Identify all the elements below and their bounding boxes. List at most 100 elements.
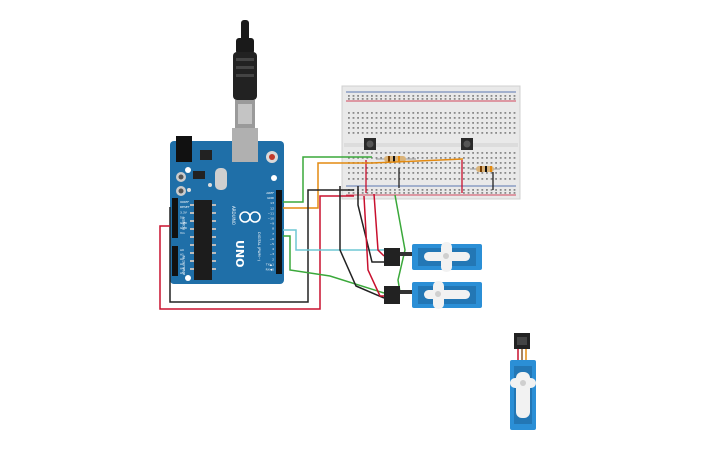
servo-motor-2[interactable] xyxy=(384,281,482,309)
digital-pin-label: TX▲1 xyxy=(265,262,274,266)
breadboard-hole xyxy=(361,117,364,119)
breadboard-hole xyxy=(495,172,497,174)
power-pin-label: GND xyxy=(180,221,188,225)
breadboard-holes xyxy=(348,95,516,194)
breadboard-hole xyxy=(513,192,516,194)
breadboard-hole xyxy=(430,117,433,119)
breadboard-hole xyxy=(361,178,364,180)
breadboard-hole xyxy=(440,167,442,169)
breadboard-hole xyxy=(444,192,447,194)
breadboard-hole xyxy=(444,162,447,164)
breadboard-hole xyxy=(444,172,447,174)
digital-pin-label: ~3 xyxy=(270,252,275,256)
breadboard-hole xyxy=(407,152,410,154)
breadboard-hole xyxy=(375,192,378,194)
breadboard-hole xyxy=(398,117,401,119)
wires[interactable] xyxy=(159,156,464,310)
breadboard-hole xyxy=(352,132,355,134)
breadboard-hole xyxy=(458,112,461,114)
breadboard-hole xyxy=(463,172,465,174)
breadboard-hole xyxy=(453,117,456,119)
breadboard-hole xyxy=(380,192,382,194)
resistor-1[interactable] xyxy=(376,156,416,162)
breadboard-hole xyxy=(476,112,479,114)
breadboard-hole xyxy=(361,167,364,169)
breadboard-hole xyxy=(444,117,447,119)
breadboard-hole xyxy=(375,122,378,124)
breadboard-hole xyxy=(412,167,415,169)
breadboard-hole xyxy=(366,157,369,159)
breadboard-hole xyxy=(476,127,479,129)
breadboard-hole xyxy=(499,157,502,159)
breadboard-hole xyxy=(481,112,484,114)
breadboard-hole xyxy=(472,152,474,154)
breadboard-hole xyxy=(430,152,433,154)
digital-header xyxy=(276,190,282,274)
breadboard-hole xyxy=(486,162,488,164)
breadboard-hole xyxy=(407,167,410,169)
pushbutton-icon[interactable] xyxy=(364,138,376,150)
breadboard-hole xyxy=(453,122,456,124)
breadboard-hole xyxy=(384,178,387,180)
breadboard-hole xyxy=(394,117,396,119)
resistor-2[interactable] xyxy=(470,166,500,172)
breadboard-hole xyxy=(389,117,392,119)
breadboard-hole xyxy=(357,178,359,180)
breadboard-hole xyxy=(453,152,456,154)
breadboard-hole xyxy=(495,95,497,97)
breadboard-hole xyxy=(495,162,497,164)
wire-black-servo1 xyxy=(357,186,384,263)
breadboard-hole xyxy=(357,127,359,129)
breadboard-hole xyxy=(444,98,447,100)
breadboard-hole xyxy=(398,167,401,169)
pushbutton-icon[interactable] xyxy=(461,138,473,150)
breadboard-hole xyxy=(472,167,474,169)
breadboard-hole xyxy=(458,167,461,169)
breadboard-hole xyxy=(412,172,415,174)
breadboard-hole xyxy=(449,132,451,134)
breadboard-hole xyxy=(421,192,424,194)
breadboard-hole xyxy=(426,162,428,164)
breadboard-hole xyxy=(509,98,511,100)
breadboard-hole xyxy=(467,167,470,169)
breadboard-hole xyxy=(389,95,392,97)
breadboard-hole xyxy=(449,192,451,194)
breadboard-hole xyxy=(490,132,493,134)
breadboard-hole xyxy=(513,167,516,169)
breadboard-hole xyxy=(467,112,470,114)
breadboard-hole xyxy=(352,95,355,97)
breadboard-hole xyxy=(504,172,507,174)
breadboard-hole xyxy=(504,112,507,114)
breadboard-hole xyxy=(375,95,378,97)
servo-motor-3[interactable] xyxy=(510,333,536,430)
breadboard-hole xyxy=(513,157,516,159)
breadboard-hole xyxy=(504,132,507,134)
digital-pin-label: GND xyxy=(267,196,275,200)
breadboard-hole xyxy=(472,157,474,159)
breadboard-hole xyxy=(357,172,359,174)
breadboard-hole xyxy=(366,117,369,119)
breadboard-hole xyxy=(430,127,433,129)
power-pin-label: RESET xyxy=(180,205,190,209)
breadboard-hole xyxy=(421,178,424,180)
breadboard-hole xyxy=(499,127,502,129)
breadboard-hole xyxy=(352,112,355,114)
breadboard-hole xyxy=(426,112,428,114)
breadboard-hole xyxy=(407,172,410,174)
breadboard-hole xyxy=(472,95,474,97)
breadboard-hole xyxy=(426,189,428,191)
arduino-uno-board[interactable]: UNO ARDUINO DIGITAL (PWM~) POWER ANALOG … xyxy=(170,128,284,284)
breadboard-hole xyxy=(380,112,382,114)
breadboard-hole xyxy=(472,112,474,114)
breadboard-hole xyxy=(375,152,378,154)
usb-plug-icon[interactable] xyxy=(233,20,257,128)
servo-motor-1[interactable] xyxy=(384,242,482,272)
wire-red-servo1 xyxy=(373,193,385,257)
breadboard-hole xyxy=(371,172,373,174)
breadboard-hole xyxy=(458,192,461,194)
breadboard-hole xyxy=(380,189,382,191)
breadboard-hole xyxy=(407,189,410,191)
breadboard-hole xyxy=(394,122,396,124)
breadboard-hole xyxy=(412,95,415,97)
breadboard-hole xyxy=(417,112,419,114)
